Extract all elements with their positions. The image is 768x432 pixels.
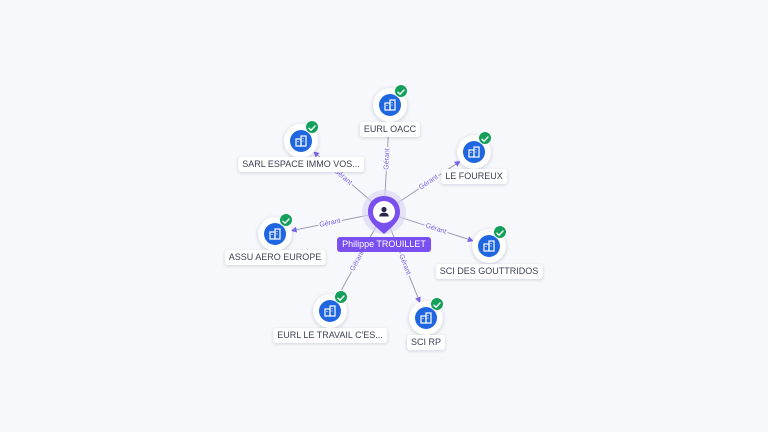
center-person-node[interactable]	[362, 190, 406, 234]
company-node[interactable]	[258, 213, 293, 251]
edge-label-background	[347, 248, 368, 274]
verified-check-icon	[334, 290, 348, 304]
company-label[interactable]: LE FOUREUX	[441, 169, 507, 184]
edge-label: Gérant	[383, 148, 391, 170]
edge-label-background	[415, 171, 442, 194]
edge-label: Gérant	[319, 218, 341, 229]
company-icon	[264, 223, 286, 245]
company-label[interactable]: ASSU AERO EUROPE	[224, 250, 326, 265]
company-icon	[290, 130, 312, 152]
company-node[interactable]	[284, 120, 319, 158]
company-node[interactable]	[373, 84, 408, 122]
company-label[interactable]: SCI DES GOUTTRIDOS	[435, 264, 543, 279]
verified-check-icon	[279, 213, 293, 227]
verified-check-icon	[493, 225, 507, 239]
company-icon	[463, 141, 485, 163]
company-node[interactable]	[409, 297, 444, 335]
company-icon	[478, 235, 500, 257]
edge-label-background	[395, 251, 414, 278]
company-icon	[379, 94, 401, 116]
company-icon	[415, 307, 437, 329]
company-label[interactable]: SCI RP	[406, 335, 446, 350]
company-label[interactable]: SARL ESPACE IMMO VOS...	[238, 157, 364, 172]
verified-check-icon	[478, 131, 492, 145]
center-person-label[interactable]: Philippe TROUILLET	[337, 237, 431, 252]
verified-check-icon	[305, 120, 319, 134]
edge-label-background	[381, 146, 393, 172]
company-label[interactable]: EURL LE TRAVAIL C'ES...	[273, 328, 387, 343]
verified-check-icon	[394, 84, 408, 98]
company-icon	[319, 300, 341, 322]
company-node[interactable]	[457, 131, 492, 169]
verified-check-icon	[430, 297, 444, 311]
person-icon	[376, 204, 392, 220]
edge-label-background	[317, 215, 343, 231]
edge-label-background	[423, 220, 449, 238]
company-node[interactable]	[313, 290, 348, 328]
company-label[interactable]: EURL OACC	[359, 122, 421, 137]
company-node[interactable]	[472, 225, 507, 263]
